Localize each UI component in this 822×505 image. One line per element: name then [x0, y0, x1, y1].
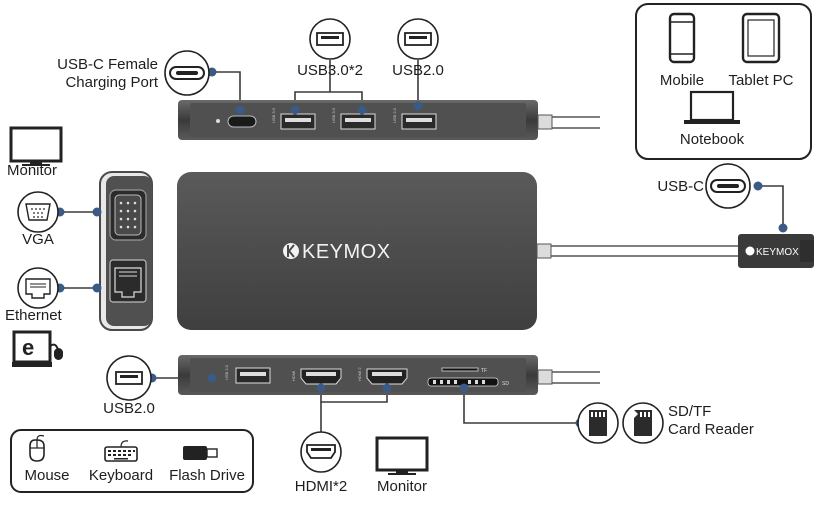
ethernet-port-icon [17, 267, 59, 309]
usbc-port-icon [164, 50, 210, 96]
usbc-label: USB-C [657, 178, 704, 195]
usbc-cable-plug: KEYMOX [738, 234, 814, 268]
port-mark-hdmi-b: HDMI 2 [357, 367, 362, 381]
port-mark-usb20-top: USB 2.0 [392, 107, 397, 123]
usbc-female-label-line1: USB-C Female [57, 56, 158, 73]
devices-box [635, 3, 812, 160]
monitor-icon [375, 436, 429, 475]
tf-card-icon [577, 402, 619, 444]
svg-text:e: e [22, 335, 34, 360]
brand-logo-text: KEYMOX [302, 241, 391, 263]
usb20-bottom-label: USB2.0 [103, 400, 155, 417]
tablet-icon [741, 12, 781, 64]
ethernet-label: Ethernet [5, 307, 62, 324]
hub-bottom-edge: USB 2.0 HDMI HDMI 2 TF SD [178, 355, 600, 395]
port-mark-hdmi-a: HDMI [291, 371, 296, 381]
port-mark-sd: SD [502, 381, 509, 387]
vga-label: VGA [22, 231, 54, 248]
usb-a-port-icon [106, 355, 152, 401]
hdmi-label: HDMI*2 [294, 478, 348, 495]
tablet-label: Tablet PC [728, 72, 794, 89]
mouse-icon [29, 434, 45, 462]
sd-tf-label-line1: SD/TF [668, 403, 712, 420]
hdmi-port-icon [300, 431, 342, 473]
usb30-label: USB3.0*2 [297, 62, 363, 79]
usb-a-port-icon [397, 18, 439, 60]
hub-body: KEYMOX [177, 172, 738, 330]
sd-card-icon [622, 402, 664, 444]
notebook-icon [684, 90, 740, 124]
port-mark-usb30-a: USB 3.0 [271, 107, 276, 123]
keyboard-icon [104, 440, 138, 462]
mouse-label: Mouse [24, 467, 70, 484]
port-mark-usb20-bottom: USB 2.0 [224, 364, 229, 380]
keyboard-label: Keyboard [88, 467, 154, 484]
mobile-icon [668, 12, 696, 64]
flash-drive-icon [183, 446, 218, 460]
monitor-bottom-label: Monitor [376, 478, 428, 495]
flash-drive-label: Flash Drive [169, 467, 245, 484]
notebook-label: Notebook [679, 131, 745, 148]
usbc-port-icon [705, 163, 751, 209]
peripherals-box [10, 429, 254, 493]
hub-left-edge [99, 171, 153, 331]
usb-a-port-icon [309, 18, 351, 60]
hub-top-edge: USB 3.0 USB 3.0 USB 2.0 [178, 100, 600, 140]
usb20-top-label: USB2.0 [392, 62, 444, 79]
monitor-left-label: Monitor [7, 162, 58, 179]
mobile-label: Mobile [659, 72, 705, 89]
sd-tf-label-line2: Card Reader [668, 421, 754, 438]
port-mark-usb30-b: USB 3.0 [331, 107, 336, 123]
monitor-icon [9, 126, 63, 166]
vga-port-icon [17, 191, 59, 233]
port-mark-tf: TF [481, 368, 487, 374]
plug-brand-text: KEYMOX [756, 247, 799, 258]
e-icon: e [12, 330, 63, 367]
usbc-female-label-line2: Charging Port [65, 74, 158, 91]
